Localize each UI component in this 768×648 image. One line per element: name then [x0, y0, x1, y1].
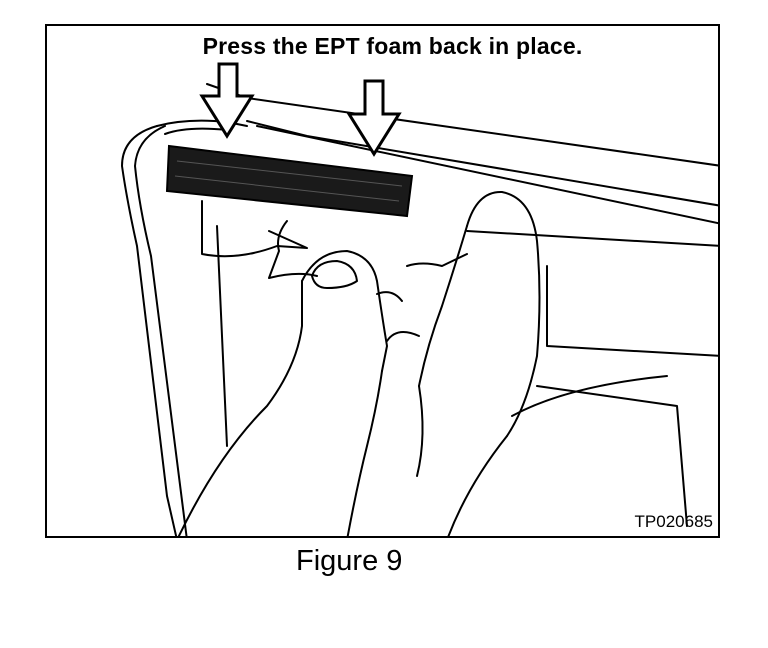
interior-panel — [216, 225, 228, 447]
down-arrow-icon — [346, 79, 402, 157]
housing-left-edge-2 — [134, 125, 188, 536]
hand-lower — [177, 280, 303, 536]
knuckle-line-2 — [416, 385, 424, 477]
thumb-nail — [311, 260, 358, 289]
knuckle-line — [386, 331, 420, 342]
tab-piece — [268, 220, 318, 279]
housing-left-edge — [121, 125, 178, 536]
hand-palm — [346, 370, 383, 536]
interior-panel-2 — [466, 230, 718, 247]
thumb — [301, 250, 388, 372]
interior-panel-5 — [511, 375, 668, 417]
index-finger-inner — [418, 225, 468, 387]
interior-panel-4 — [536, 385, 688, 527]
foam-flap — [201, 200, 308, 258]
panel-edge-lower — [256, 125, 718, 225]
figure-illustration: Press the EPT foam back in place. TP0206… — [45, 24, 720, 538]
line-drawing — [121, 62, 718, 536]
crease-2 — [406, 253, 468, 267]
figure-caption: Figure 9 — [296, 545, 403, 577]
housing-top-edge-2 — [164, 127, 228, 135]
hand-wrist — [447, 435, 508, 536]
down-arrow-icon — [199, 62, 255, 139]
index-finger — [466, 190, 541, 437]
figure-code: TP020685 — [634, 512, 713, 531]
crease — [376, 291, 403, 302]
panel-outline — [206, 83, 718, 167]
ept-foam-strip — [165, 144, 414, 218]
interior-panel-3 — [546, 265, 718, 357]
instruction-text: Press the EPT foam back in place. — [202, 33, 583, 59]
